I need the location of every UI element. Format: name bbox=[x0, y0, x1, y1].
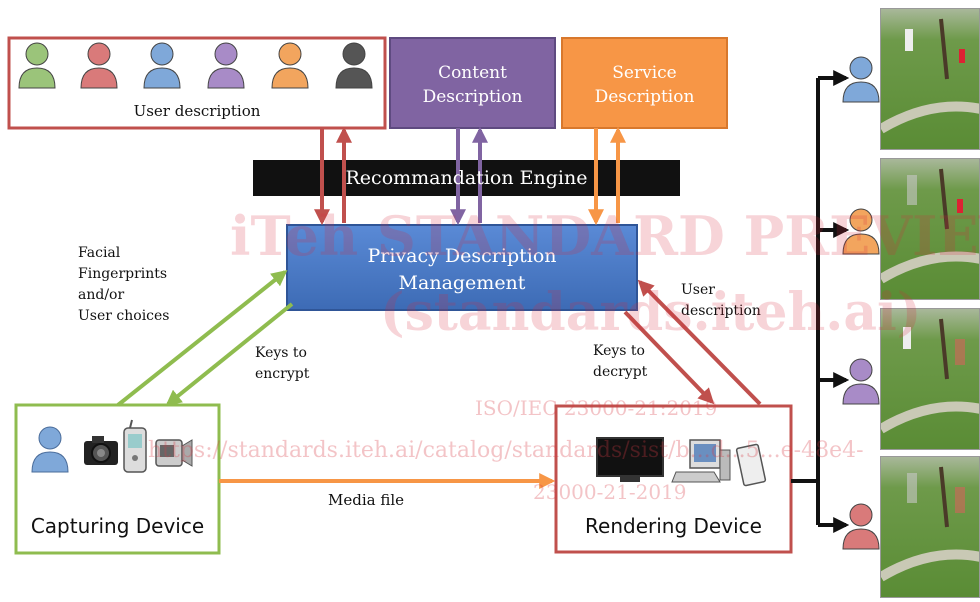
user-person-icon bbox=[80, 42, 118, 89]
user-person-icon bbox=[18, 42, 56, 89]
frame-scene-3 bbox=[881, 318, 979, 434]
tablet-icon bbox=[735, 443, 767, 487]
content-description-label: Content Description bbox=[422, 63, 523, 107]
user-person-icon bbox=[335, 42, 373, 89]
red-arrow-to-render bbox=[623, 310, 715, 405]
camera-icon bbox=[84, 436, 118, 465]
viewer-person-icon bbox=[842, 208, 880, 255]
green-arrow-to-pdm bbox=[116, 270, 288, 407]
recommendation-engine-label: Recommandation Engine bbox=[345, 167, 588, 189]
privacy-management-box bbox=[286, 224, 638, 311]
service-description-box bbox=[561, 37, 728, 129]
content-description-box bbox=[389, 37, 556, 129]
capture-person-icon bbox=[31, 426, 69, 473]
computer-icon bbox=[671, 439, 731, 483]
user-description-edge-label: User description bbox=[681, 282, 761, 319]
user-description-box bbox=[7, 36, 387, 130]
video-frame-4 bbox=[880, 456, 980, 598]
red-arrow-to-pdm bbox=[637, 279, 762, 406]
recommendation-engine-box bbox=[253, 160, 680, 196]
rendering-device-label: Rendering Device bbox=[585, 514, 762, 538]
frame-scene-4 bbox=[881, 466, 979, 582]
media-file-label: Media file bbox=[328, 491, 405, 509]
video-frame-3 bbox=[880, 308, 980, 450]
user-person-icon bbox=[271, 42, 309, 89]
frame-scene-2 bbox=[881, 168, 979, 284]
user-person-icon bbox=[207, 42, 245, 89]
user-person-icon bbox=[143, 42, 181, 89]
tv-icon bbox=[596, 437, 664, 482]
green-arrow-to-capture bbox=[165, 302, 294, 407]
phone-icon bbox=[123, 419, 147, 473]
viewer-person-icon bbox=[842, 503, 880, 550]
privacy-management-label: Privacy Description Management bbox=[367, 245, 557, 294]
facial-fingerprints-label: Facial Fingerprints and/or User choices bbox=[78, 245, 170, 324]
keys-to-encrypt-label: Keys to encrypt bbox=[255, 345, 310, 382]
video-frame-2 bbox=[880, 158, 980, 300]
distribution-trunk bbox=[791, 78, 820, 525]
service-description-label: Service Description bbox=[594, 63, 695, 107]
camcorder-icon bbox=[155, 439, 193, 467]
viewer-icons bbox=[842, 56, 880, 550]
keys-to-decrypt-label: Keys to decrypt bbox=[593, 343, 648, 380]
user-icons bbox=[18, 42, 373, 89]
video-frame-1 bbox=[880, 8, 980, 150]
user-description-label: User description bbox=[133, 102, 261, 120]
viewer-person-icon bbox=[842, 358, 880, 405]
viewer-person-icon bbox=[842, 56, 880, 103]
capturing-device-label: Capturing Device bbox=[30, 514, 205, 538]
frame-scene-1 bbox=[881, 18, 979, 134]
